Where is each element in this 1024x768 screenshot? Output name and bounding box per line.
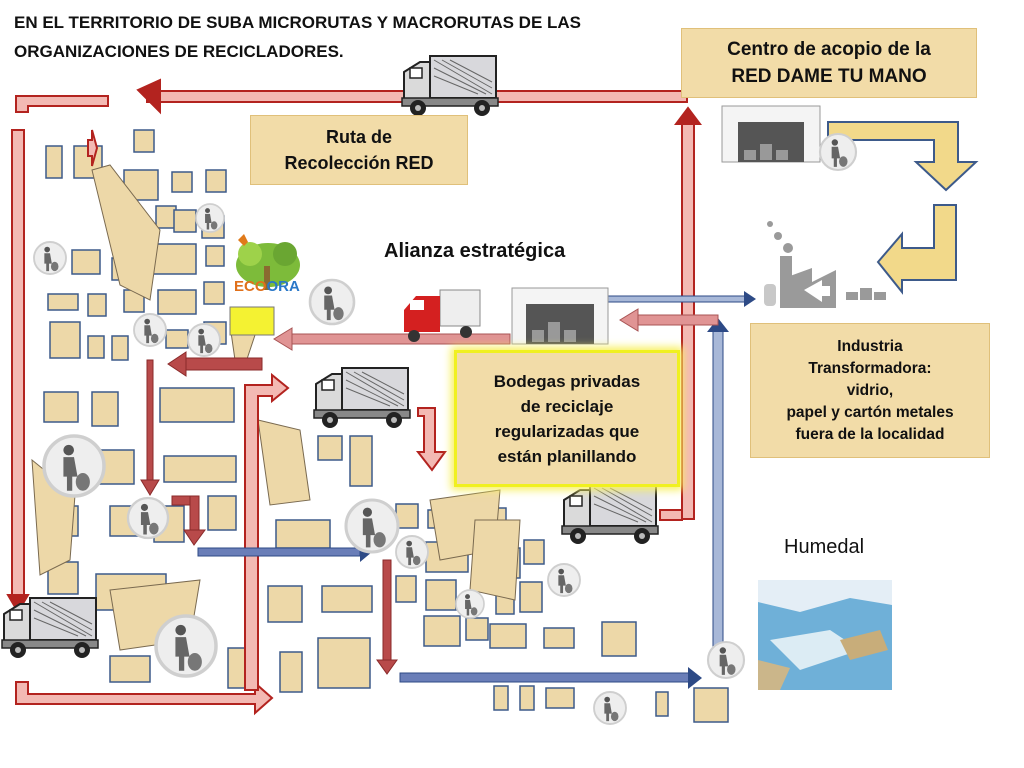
map-block (519, 685, 535, 711)
warehouse-icon (721, 105, 821, 163)
map-block (47, 293, 79, 311)
map-block (49, 321, 81, 359)
ruta-line1: Ruta de (325, 127, 392, 147)
map-block (349, 435, 373, 487)
map-block (159, 387, 235, 423)
arrow-gold (827, 121, 979, 295)
centro-acopio-line2: RED DAME TU MANO (731, 66, 927, 87)
route-blue (197, 291, 756, 689)
map-block (395, 575, 417, 603)
recycler-person-icon (195, 203, 225, 233)
warehouse-icon (511, 287, 609, 345)
map-block (43, 391, 79, 423)
map-block (45, 145, 63, 179)
map-block (275, 519, 331, 549)
map-block (489, 623, 527, 649)
map-block (133, 129, 155, 153)
recycler-person-icon (133, 313, 167, 347)
recycler-person-icon (42, 434, 106, 498)
map-block (157, 289, 197, 315)
map-block (425, 579, 457, 611)
map-block (173, 209, 197, 233)
recycler-person-icon (395, 535, 429, 569)
ruta-line2: Recolección RED (284, 153, 434, 173)
recycler-person-icon (126, 496, 170, 540)
bodegas-line1: Bodegas privadas (493, 371, 641, 391)
map-block (519, 581, 543, 613)
map-block (91, 391, 119, 427)
map-block (655, 691, 669, 717)
eco-logo: ECOORA (234, 278, 300, 295)
map-block (205, 245, 225, 267)
industria-line1: Industria (837, 337, 903, 355)
map-block (543, 627, 575, 649)
route-pink (273, 308, 719, 351)
tree-icon (229, 234, 300, 336)
bodegas-line2: de reciclaje (520, 396, 614, 416)
map-block (523, 539, 545, 565)
recycler-person-icon (818, 132, 858, 172)
map-block (109, 655, 151, 683)
bodegas-line3: regularizadas que (494, 421, 640, 441)
recycler-person-icon (706, 640, 746, 680)
eco-logo-left: ECO (234, 278, 267, 295)
map-block (171, 171, 193, 193)
truck-icon (313, 367, 411, 429)
butterfly-icon (238, 234, 248, 246)
map-block (205, 169, 227, 193)
map-block (279, 651, 303, 693)
recycler-person-icon (187, 323, 221, 357)
map-block (155, 205, 177, 229)
map-block (151, 243, 197, 275)
industria-line4: papel y cartón metales (786, 403, 954, 421)
map-block (321, 585, 373, 613)
truck-icon (404, 289, 481, 342)
map-block (267, 585, 303, 623)
alianza-label: Alianza estratégica (384, 240, 566, 262)
recycler-person-icon (308, 278, 356, 326)
map-block (87, 293, 107, 317)
recycler-person-icon (344, 498, 400, 554)
recycler-person-icon (455, 589, 485, 619)
map-block (493, 685, 509, 711)
recycler-person-icon (33, 241, 67, 275)
eco-logo-right: ORA (266, 278, 300, 295)
map-block (423, 615, 461, 647)
recycler-person-icon (154, 614, 218, 678)
map-block (165, 329, 189, 349)
route-darkred (140, 351, 398, 675)
industria-line2: Transformadora: (808, 359, 932, 377)
map-block (111, 335, 129, 361)
factory-icon (764, 221, 886, 308)
map-block (203, 281, 225, 305)
humedal-label: Humedal (784, 536, 865, 558)
truck-icon (561, 483, 659, 545)
map-block (207, 495, 237, 531)
recycler-person-icon (593, 691, 627, 725)
map-block (317, 637, 371, 689)
map-block (317, 435, 343, 461)
industria-line5: fuera de la localidad (795, 425, 945, 443)
map-block (545, 687, 575, 709)
page-title: EN EL TERRITORIO DE SUBA MICRORUTAS Y MA… (14, 13, 582, 61)
map-block (601, 621, 637, 657)
bodegas-box: Bodegas privadas de reciclaje regulariza… (454, 350, 680, 487)
map-block (163, 455, 237, 483)
industria-box: Industria Transformadora: vidrio, papel … (750, 323, 990, 458)
centro-acopio-box: Centro de acopio de la RED DAME TU MANO (681, 28, 977, 98)
map-block (71, 249, 101, 275)
bodegas-line4: están planillando (497, 446, 637, 466)
map-block (693, 687, 729, 723)
centro-acopio-line1: Centro de acopio de la (727, 39, 931, 60)
industria-line3: vidrio, (846, 381, 894, 399)
truck-icon (1, 597, 99, 659)
wetland-image (758, 580, 892, 690)
map-block (465, 617, 489, 641)
map-block (87, 335, 105, 359)
recycler-person-icon (547, 563, 581, 597)
ruta-recoleccion-box: Ruta de Recolección RED (250, 115, 468, 185)
